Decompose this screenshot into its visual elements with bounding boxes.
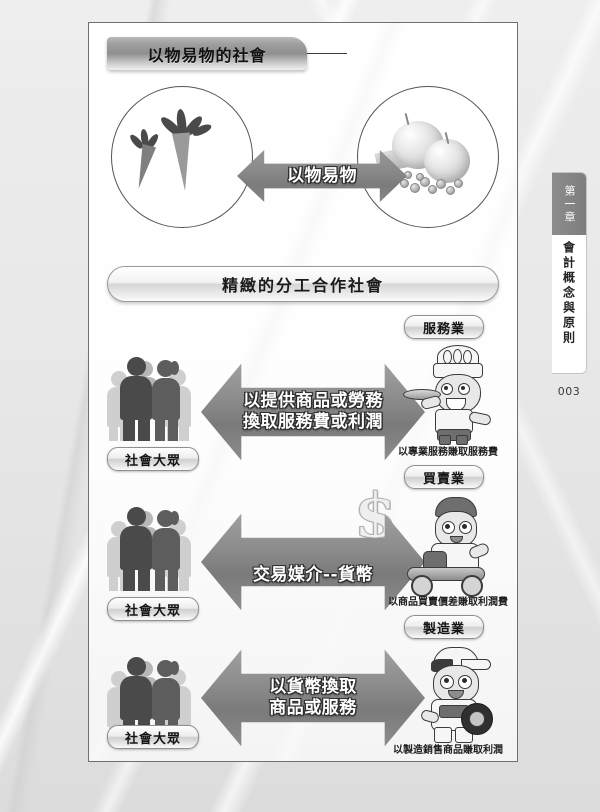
public-badge-row1: 社會大眾 xyxy=(107,447,199,471)
caption-row3: 以製造銷售商品賺取利潤 xyxy=(393,745,503,756)
chapter-title-tab: 會計概念與原則 xyxy=(552,235,586,373)
industry-badge-label-row2: 買賣業 xyxy=(422,471,465,487)
fruits-circle xyxy=(357,86,499,228)
division-banner-title: 精緻的分工合作社會 xyxy=(221,276,384,295)
industry-badge-label-row3: 製造業 xyxy=(422,621,465,637)
chapter-number-tab: 第一章 xyxy=(552,173,586,235)
carrots-circle xyxy=(111,86,253,228)
barter-section-ribbon: 以物易物的社會 xyxy=(107,37,307,70)
arrow-row2-label: 交易媒介--貨幣 xyxy=(252,564,374,585)
content-frame: 以物易物的社會 xyxy=(88,22,518,762)
barter-arrow-label: 以物易物 xyxy=(287,165,357,186)
industry-badge-row1: 服務業 xyxy=(404,315,484,339)
arrow-row3-label: 以貨幣換取 商品或服務 xyxy=(269,677,357,718)
public-badge-row3: 社會大眾 xyxy=(107,725,199,749)
caption-row1: 以專業服務賺取服務費 xyxy=(398,447,498,458)
chapter-side-tab: 第一章 會計概念與原則 xyxy=(552,172,587,374)
chapter-number-label: 第一章 xyxy=(563,184,576,224)
public-badge-label-row1: 社會大眾 xyxy=(124,453,181,469)
industry-badge-row2: 買賣業 xyxy=(404,465,484,489)
chapter-title-label: 會計概念與原則 xyxy=(561,241,576,346)
barter-section-title: 以物易物的社會 xyxy=(147,45,267,65)
division-banner: 精緻的分工合作社會 xyxy=(107,266,499,302)
delivery-scooter-icon xyxy=(399,495,493,597)
industry-badge-label-row1: 服務業 xyxy=(422,321,465,337)
public-badge-label-row2: 社會大眾 xyxy=(124,603,181,619)
public-badge-row2: 社會大眾 xyxy=(107,597,199,621)
people-group-row1 xyxy=(107,353,205,441)
arrow-row1-label: 以提供商品或勞務 換取服務費或利潤 xyxy=(243,391,383,432)
factory-worker-icon xyxy=(401,645,493,743)
chef-icon xyxy=(401,345,492,445)
page-number: 003 xyxy=(557,385,581,398)
industry-badge-row3: 製造業 xyxy=(404,615,484,639)
caption-row2: 以商品買賣價差賺取利潤費 xyxy=(388,597,508,608)
people-group-row2 xyxy=(107,503,205,591)
public-badge-label-row3: 社會大眾 xyxy=(124,731,181,747)
